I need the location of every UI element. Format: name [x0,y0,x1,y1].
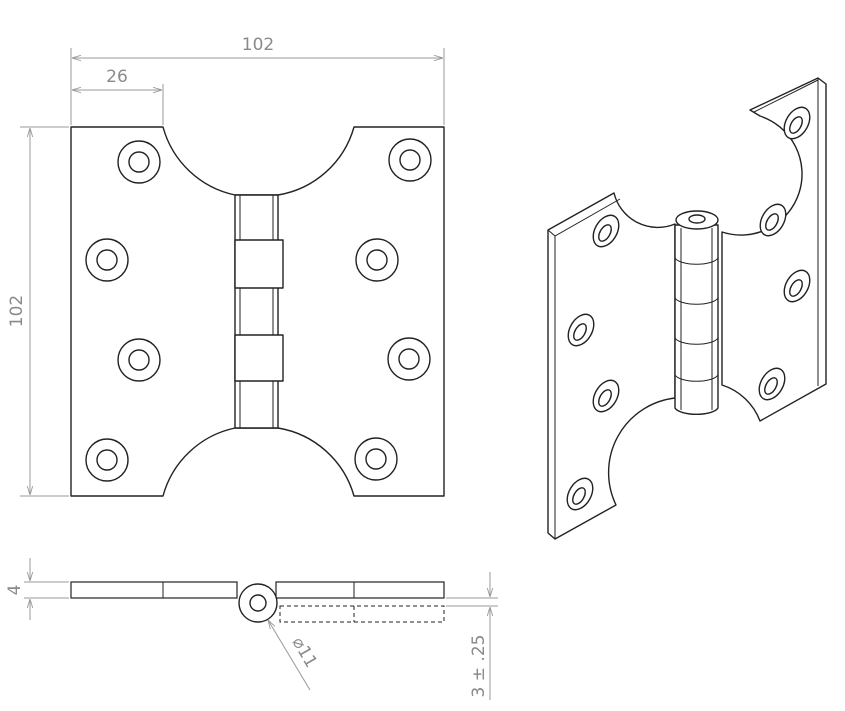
screw-hole [567,313,595,347]
front-view-knuckles [234,194,284,429]
dimension-leaf-thickness: 4 [5,558,69,620]
dimension-overall-height-label: 102 [7,295,27,327]
dimension-knuckle-offset: 26 [72,67,164,125]
dimension-open-gap: 3 ± .25 [446,572,498,700]
screw-hole [783,106,811,140]
screw-hole [566,477,594,511]
dimension-open-gap-label: 3 ± .25 [469,635,489,698]
dimension-overall-width: 102 [70,35,445,125]
screw-hole [783,269,811,303]
screw-hole [387,337,431,381]
screw-hole [759,203,787,237]
dimension-knuckle-offset-label: 26 [106,67,128,87]
side-view: 4 ⌀11 3 ± .25 [5,558,498,700]
screw-hole [592,379,620,413]
side-view-leaf-right [275,581,445,599]
screw-hole [85,438,129,482]
front-view-screw-holes [85,138,432,482]
screw-hole [117,338,161,382]
screw-hole [758,367,786,401]
dimension-pin-diameter: ⌀11 [268,620,321,691]
side-view-leaf-left [70,581,238,599]
screw-hole [388,138,432,182]
isometric-view [547,77,827,540]
front-view: 102 26 102 [7,35,445,497]
side-view-open-leaf-hidden [279,605,445,623]
dimension-pin-diameter-label: ⌀11 [288,634,321,672]
side-view-pin [238,583,278,623]
dimension-leaf-thickness-label: 4 [5,585,25,596]
isometric-left-leaf [547,192,676,540]
dimension-overall-height: 102 [7,126,69,497]
isometric-knuckles [674,210,719,416]
screw-hole [117,140,161,184]
screw-hole [354,437,398,481]
screw-hole [592,214,620,248]
isometric-screw-holes [566,106,811,511]
dimension-overall-width-label: 102 [242,35,274,55]
screw-hole [355,238,399,282]
screw-hole [85,238,129,282]
